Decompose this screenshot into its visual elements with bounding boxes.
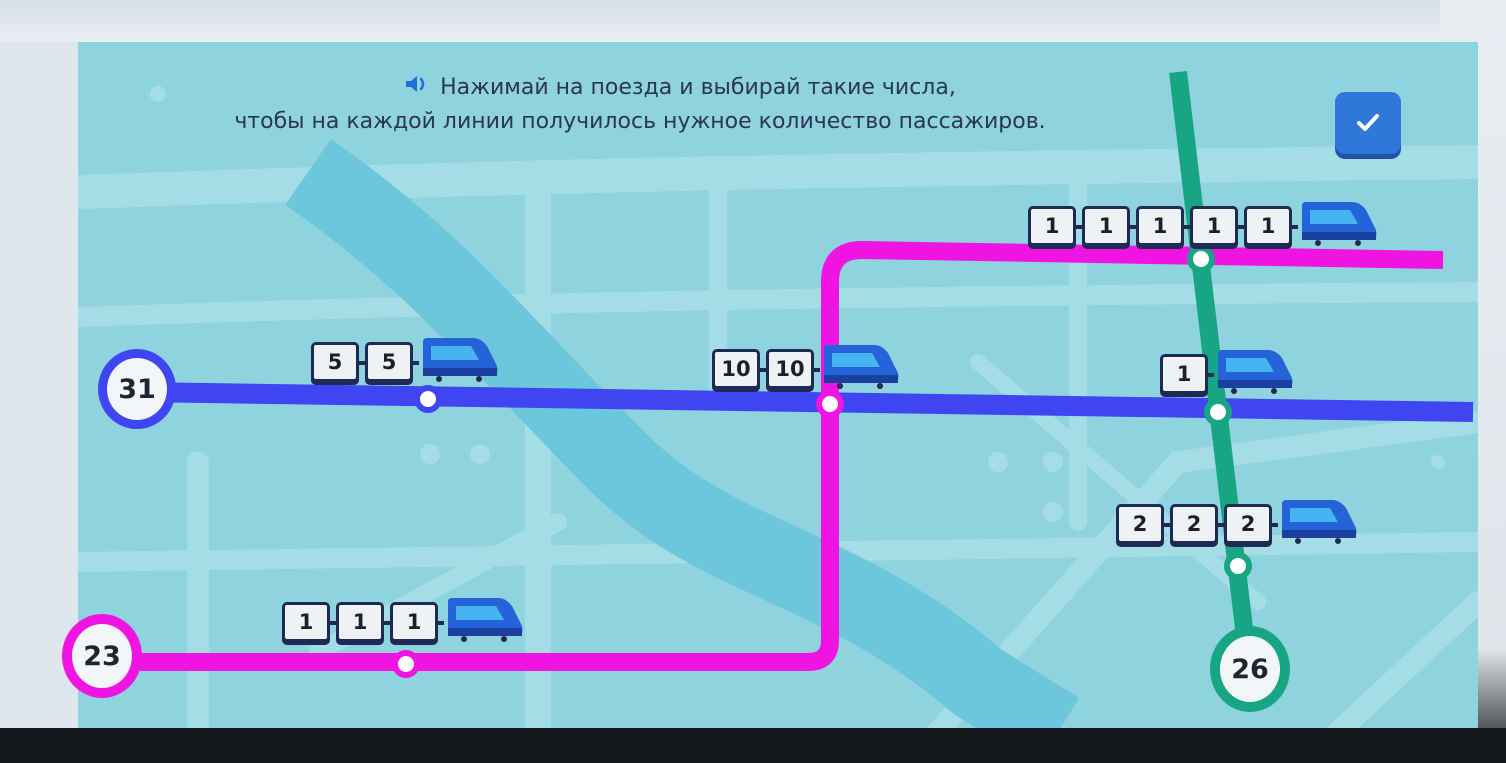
train-blue-2[interactable]: 10 10	[712, 343, 900, 389]
stop-pink-1	[392, 650, 420, 678]
map-dots	[150, 86, 1445, 522]
station-blue-target: 31	[98, 349, 176, 429]
train-blue-1[interactable]: 5 5	[311, 336, 499, 382]
green-target-value: 26	[1231, 653, 1269, 685]
train-pink-1[interactable]: 1 1 1	[282, 596, 524, 642]
blue-line	[137, 382, 1474, 422]
stop-blue-1	[414, 385, 442, 413]
wagon[interactable]: 1	[1244, 206, 1298, 246]
pink-line	[128, 240, 1444, 671]
speaker-icon[interactable]	[404, 72, 430, 104]
locomotive-icon	[448, 598, 523, 642]
locomotive-icon	[1218, 350, 1293, 394]
train-blue-3[interactable]: 1	[1160, 348, 1294, 394]
wagon[interactable]: 1	[390, 602, 444, 642]
river	[285, 139, 1080, 732]
instruction-line-1: Нажимай на поезда и выбирай такие числа,	[300, 72, 1060, 104]
wagon[interactable]: 5	[311, 342, 365, 382]
instruction-text-2: чтобы на каждой линии получилось нужное …	[234, 109, 1046, 134]
stop-green-1	[1224, 552, 1252, 580]
wagon[interactable]: 1	[282, 602, 336, 642]
wagon[interactable]: 2	[1170, 504, 1224, 544]
wagon[interactable]: 10	[766, 349, 820, 389]
stop-interchange-pink-green	[1187, 245, 1215, 273]
wagon[interactable]: 2	[1224, 504, 1278, 544]
instruction-text-1: Нажимай на поезда и выбирай такие числа,	[440, 75, 956, 100]
stop-interchange-blue-pink	[816, 390, 844, 418]
screen-bottom-edge	[0, 728, 1506, 763]
stop-interchange-blue-green	[1204, 398, 1232, 426]
wagon[interactable]: 10	[712, 349, 766, 389]
wagon[interactable]: 1	[1028, 206, 1082, 246]
locomotive-icon	[423, 338, 498, 382]
check-answer-button[interactable]	[1335, 92, 1401, 154]
train-pink-top[interactable]: 1 1 1 1 1	[1028, 200, 1378, 246]
station-green-target: 26	[1210, 626, 1290, 712]
instruction-line-2: чтобы на каждой линии получилось нужное …	[180, 106, 1100, 138]
wagon[interactable]: 1	[336, 602, 390, 642]
locomotive-icon	[1302, 202, 1377, 246]
wagon[interactable]: 1	[1136, 206, 1190, 246]
screen-top-edge	[0, 0, 1506, 42]
metro-map	[78, 70, 1478, 732]
locomotive-icon	[1282, 500, 1357, 544]
wagon[interactable]: 1	[1082, 206, 1136, 246]
wagon[interactable]: 1	[1190, 206, 1244, 246]
train-green-1[interactable]: 2 2 2	[1116, 498, 1358, 544]
wagon[interactable]: 5	[365, 342, 419, 382]
wagon[interactable]: 2	[1116, 504, 1170, 544]
checkmark-icon	[1357, 114, 1379, 131]
wagon[interactable]: 1	[1160, 354, 1214, 394]
locomotive-icon	[824, 345, 899, 389]
pink-target-value: 23	[83, 640, 121, 672]
station-pink-target: 23	[62, 614, 142, 698]
blue-target-value: 31	[118, 373, 156, 405]
